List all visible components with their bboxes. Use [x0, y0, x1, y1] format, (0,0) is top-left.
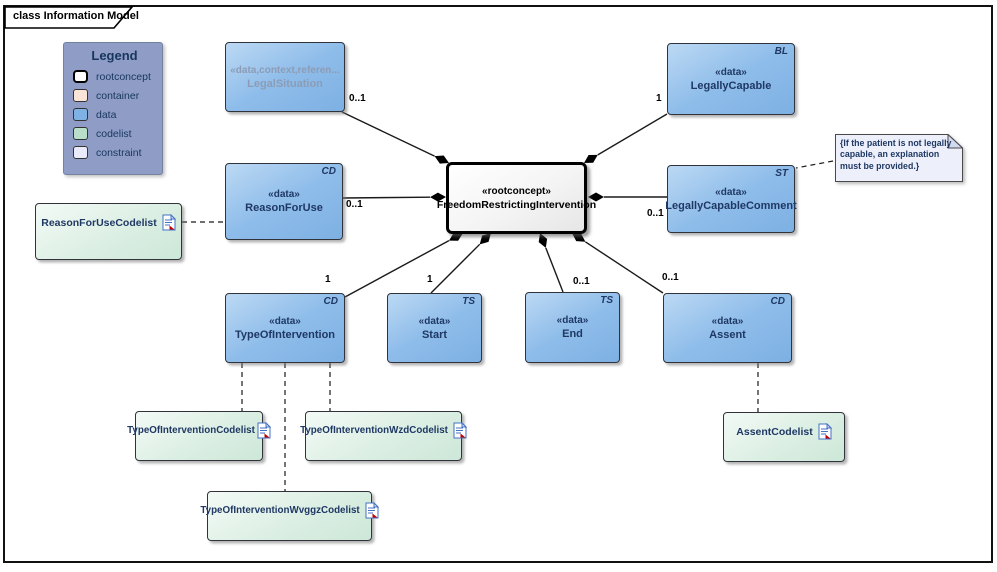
legend-item-container: container	[73, 89, 156, 102]
legend-swatch-3	[73, 127, 88, 140]
legend-item-data: data	[73, 108, 156, 121]
datatype-tag: BL	[774, 46, 788, 57]
legend-label: container	[96, 89, 140, 102]
stereotype: «data»	[268, 189, 300, 200]
codelist-name: ReasonForUseCodelist	[41, 217, 157, 229]
codelist-type-of-intervention-wvggz[interactable]: TypeOfInterventionWvggzCodelist	[200, 491, 379, 541]
legend-item-codelist: codelist	[73, 127, 156, 140]
diagram-title: class Information Model	[13, 10, 139, 22]
multiplicity-start: 1	[427, 274, 433, 285]
stereotype: «data»	[715, 186, 747, 198]
legend-item-rootconcept: rootconcept	[73, 70, 156, 83]
constraint-text: {If the patient is not legally capable, …	[840, 138, 952, 171]
class-assent[interactable]: CD «data» Assent	[663, 293, 792, 363]
document-icon	[453, 422, 467, 439]
class-type-of-intervention[interactable]: CD «data» TypeOfIntervention	[225, 293, 345, 363]
class-name: FreedomRestrictingIntervention	[436, 198, 597, 211]
document-icon	[257, 422, 271, 439]
codelist-name: TypeOfInterventionWzdCodelist	[300, 425, 448, 436]
stereotype: «data»	[711, 315, 744, 327]
stereotype: «data»	[269, 315, 301, 327]
document-icon	[162, 214, 176, 231]
legend-label: constraint	[96, 146, 142, 159]
class-name: TypeOfIntervention	[234, 328, 336, 341]
multiplicity-legally-capable: 1	[656, 93, 662, 104]
document-icon	[365, 502, 379, 519]
stereotype: «data,context,referen...	[230, 64, 340, 76]
codelist-type-of-intervention-wzd[interactable]: TypeOfInterventionWzdCodelist	[300, 411, 467, 461]
class-name: LegallyCapable	[690, 79, 772, 92]
class-start[interactable]: TS «data» Start	[387, 293, 482, 363]
class-reason-for-use[interactable]: CD «data» ReasonForUse	[225, 163, 343, 240]
datatype-tag: ST	[775, 168, 788, 179]
codelist-reason-for-use[interactable]: ReasonForUseCodelist	[35, 203, 182, 260]
multiplicity-legally-capable-comment: 0..1	[647, 208, 664, 219]
class-name: LegallyCapableComment	[665, 199, 797, 212]
legend-label: data	[96, 108, 117, 121]
datatype-tag: TS	[600, 295, 613, 306]
class-name: End	[562, 328, 583, 340]
codelist-name: TypeOfInterventionWvggzCodelist	[200, 505, 360, 516]
class-freedom-restricting-intervention[interactable]: «rootconcept» FreedomRestrictingInterven…	[437, 162, 596, 234]
class-name: Assent	[709, 328, 746, 341]
legend-label: rootconcept	[96, 70, 151, 83]
datatype-tag: CD	[770, 296, 785, 307]
class-legally-capable[interactable]: BL «data» LegallyCapable	[667, 43, 795, 115]
frame-tab-shape	[4, 6, 134, 29]
legend-swatch-4	[73, 146, 88, 159]
multiplicity-end: 0..1	[573, 276, 590, 287]
datatype-tag: TS	[462, 296, 475, 307]
legend-item-constraint: constraint	[73, 146, 156, 159]
legend-label: codelist	[96, 127, 132, 140]
multiplicity-type-of-intervention: 1	[325, 274, 331, 285]
multiplicity-reason-for-use: 0..1	[346, 199, 363, 210]
class-name: LegalSituation	[247, 77, 323, 90]
legend-swatch-1	[73, 89, 88, 102]
diagram-frame	[3, 5, 993, 563]
class-legally-capable-comment[interactable]: ST «data» LegallyCapableComment	[665, 165, 797, 233]
stereotype: «data»	[418, 315, 451, 327]
stereotype: «data»	[715, 66, 747, 78]
stereotype: «data»	[556, 315, 589, 326]
class-legal-situation[interactable]: «data,context,referen... LegalSituation	[225, 42, 345, 112]
multiplicity-assent: 0..1	[662, 272, 679, 283]
codelist-assent[interactable]: AssentCodelist	[723, 412, 845, 462]
note-shape	[835, 134, 963, 182]
legend-title: Legend	[91, 48, 138, 63]
legend-swatch-2	[73, 108, 88, 121]
datatype-tag: CD	[323, 296, 338, 307]
class-end[interactable]: TS «data» End	[525, 292, 620, 363]
multiplicity-legal-situation: 0..1	[349, 93, 366, 104]
legend-swatch-0	[73, 70, 88, 83]
datatype-tag: CD	[321, 166, 336, 177]
constraint-note[interactable]: {If the patient is not legally capable, …	[835, 134, 963, 182]
codelist-name: TypeOfInterventionCodelist	[127, 425, 255, 436]
document-icon	[818, 423, 832, 440]
class-name: Start	[421, 328, 448, 341]
class-name: ReasonForUse	[245, 202, 323, 214]
codelist-type-of-intervention[interactable]: TypeOfInterventionCodelist	[127, 411, 271, 461]
codelist-name: AssentCodelist	[736, 426, 813, 438]
legend: Legend rootconcept container data codeli…	[63, 42, 163, 175]
diagram-frame-tab: class Information Model	[4, 6, 139, 29]
stereotype: «rootconcept»	[482, 185, 551, 197]
